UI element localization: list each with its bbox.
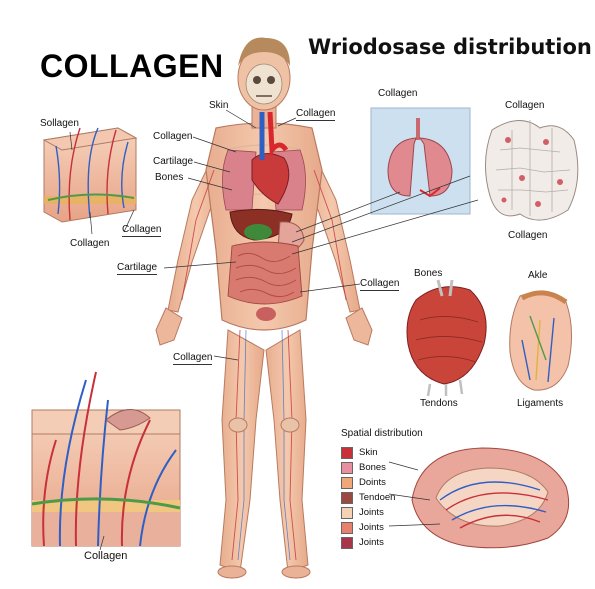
label-collagen-kidney-top: Collagen xyxy=(505,100,545,111)
human-body xyxy=(155,37,373,579)
legend-label: Joints xyxy=(359,522,384,533)
skin-block-small xyxy=(42,127,138,223)
legend-item: Bones xyxy=(341,460,461,475)
kidney-organ xyxy=(484,120,579,221)
legend-swatch xyxy=(341,506,353,519)
label-tendons: Tendons xyxy=(420,398,458,409)
label-collagen-abdomen: Collagen xyxy=(360,278,400,291)
legend-item: Joints xyxy=(341,505,461,520)
leader-lines xyxy=(69,109,479,551)
label-collagen-kidney-bottom: Collagen xyxy=(508,230,548,241)
legend-label: Tendoen xyxy=(359,492,396,503)
legend-item: Skin xyxy=(341,445,461,460)
subtitle: Wriodosase distribution xyxy=(308,35,592,59)
label-bones-chest: Bones xyxy=(155,172,184,183)
legend-title: Spatial distribution xyxy=(341,428,423,439)
legend-swatch xyxy=(341,446,353,459)
heart-muscle xyxy=(406,279,487,397)
legend-label: Bones xyxy=(359,462,386,473)
legend-label: Joints xyxy=(359,537,384,548)
label-collagen-chest: Collagen xyxy=(153,131,193,142)
label-collagen-skin-right: Collagen xyxy=(122,224,162,237)
legend-swatch xyxy=(341,491,353,504)
lungs-panel xyxy=(370,107,471,215)
label-cartilage-abdomen: Cartilage xyxy=(117,262,158,275)
label-collagen-neck: Collagen xyxy=(296,108,336,121)
legend-item: Joints xyxy=(341,535,461,550)
legend-swatch xyxy=(341,536,353,549)
legend-swatch xyxy=(341,476,353,489)
legend-swatch xyxy=(341,521,353,534)
label-collagen-skin-large: Collagen xyxy=(84,550,128,562)
label-skin: Skin xyxy=(209,100,229,111)
label-collagen-lungs: Collagen xyxy=(378,88,418,99)
legend-label: Joints xyxy=(359,507,384,518)
label-ligaments: Ligaments xyxy=(517,398,564,409)
label-bones-heart: Bones xyxy=(414,268,443,279)
legend-item: Doints xyxy=(341,475,461,490)
legend-item: Tendoen xyxy=(341,490,461,505)
label-collagen-leg: Collagen xyxy=(173,352,213,365)
label-akle: Akle xyxy=(528,270,548,281)
curved-muscle xyxy=(411,447,570,549)
legend-label: Doints xyxy=(359,477,386,488)
label-sollagen-skin: Sollagen xyxy=(40,118,79,129)
main-title: COLLAGEN xyxy=(40,48,224,84)
ankle-ligaments xyxy=(509,290,573,391)
label-cartilage-chest: Cartilage xyxy=(153,156,194,167)
label-collagen-skin-bottom: Collagen xyxy=(70,238,110,249)
legend-label: Skin xyxy=(359,447,378,458)
legend-item: Joints xyxy=(341,520,461,535)
legend-swatch xyxy=(341,461,353,474)
skin-block-large xyxy=(31,371,181,547)
